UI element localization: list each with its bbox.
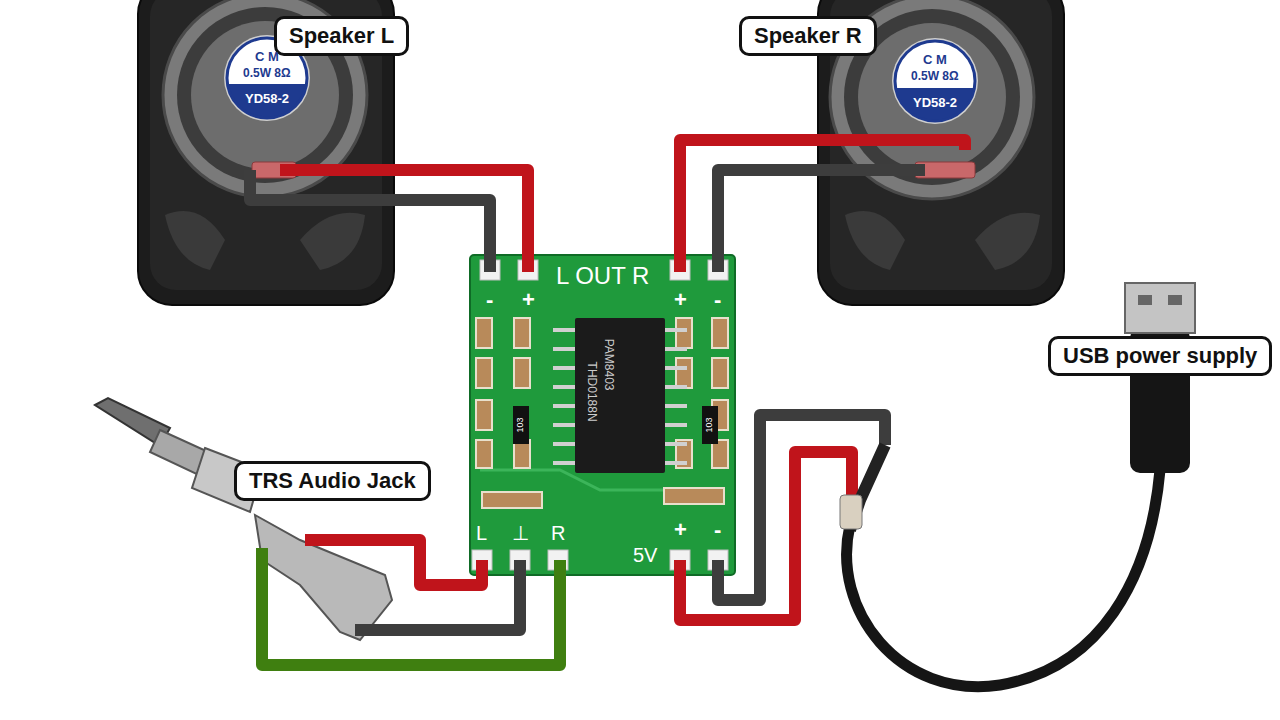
label-text: Speaker R [754,22,862,50]
resistor-code: 103 [516,417,526,432]
usb-plug [840,283,1195,529]
power-wires [680,415,1160,687]
label-text: USB power supply [1063,342,1257,370]
label-text: Speaker L [289,22,394,50]
power-label: USB power supply [1048,336,1272,376]
speaker-model: YD58-2 [245,92,289,106]
resistor-code: 103 [705,417,715,432]
label-text: TRS Audio Jack [249,467,416,495]
pin-name: ⊥ [512,522,529,544]
amplifier-board [470,255,735,575]
speaker-label: Speaker L [274,16,409,56]
pin-sign: + [674,288,687,312]
chip-marking: PAM8403 [601,339,614,391]
chip-marking: THD0188N [584,362,597,422]
jack-wires [262,540,560,665]
pin-sign: + [522,288,535,312]
speaker-rating: 0.5W 8Ω [243,67,291,80]
speaker-model: YD58-2 [913,96,957,110]
output-label: L OUT R [556,263,649,289]
pin-sign: - [486,288,493,312]
pin-sign: - [714,518,721,542]
speaker-label: Speaker R [739,16,877,56]
speaker-rating: 0.5W 8Ω [911,70,959,83]
pin-sign: + [674,518,687,542]
pin-name: L [476,522,487,544]
speaker-left [138,0,394,305]
sticker-brand: C M [255,50,279,64]
pin-name: R [551,522,565,544]
pin-name: 5V [633,544,657,566]
trs-jack [95,398,392,640]
pin-sign: - [714,288,721,312]
sticker-brand: C M [923,53,947,67]
jack-label: TRS Audio Jack [234,461,431,501]
speaker-wires [250,140,965,272]
